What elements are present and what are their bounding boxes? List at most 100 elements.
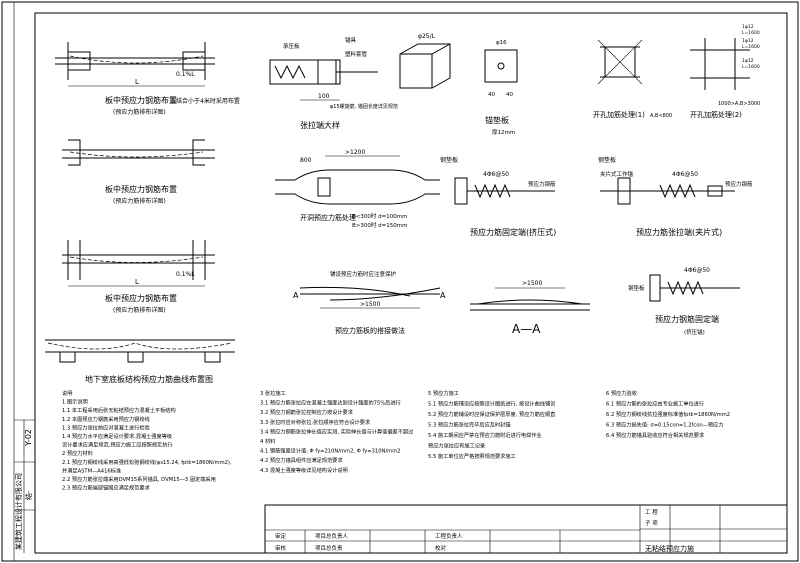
note-line: 预应力张拉应有施工记录	[428, 442, 485, 450]
note-line: 说明	[62, 389, 72, 397]
anchor-dim: 100	[318, 93, 330, 100]
anchor-label-a: 承压板	[283, 42, 300, 50]
bend-dim: >1500	[360, 301, 380, 308]
note-line: 设计要求应满足规范,预应力施工应按照规定执行	[62, 441, 173, 449]
note-line: 3.3 张拉时应对称张拉,张拉顺序应符合设计要求	[260, 418, 371, 426]
fixed2-label-b: 钢垫板	[628, 284, 645, 292]
fixed-title: 预应力筋固定端(挤压式)	[470, 227, 556, 237]
detail-opening-1: 开孔加筋处理(1) A,B<800	[593, 39, 672, 119]
slab-col-dim: 0.1%L	[176, 271, 195, 278]
detail-anchor-block: φ25/L	[399, 33, 451, 89]
project-code: Y-02	[24, 429, 33, 447]
note-line: 1.1 本工程采用后张无粘结预应力混凝土平板结构	[62, 406, 176, 414]
fixed2-sub: (挤压锚)	[684, 328, 705, 336]
note-line: 2.1 预应力钢绞线采用高强低松弛钢绞线(φs15.24, fptk=1860N…	[62, 458, 232, 466]
opening2-dim: 1000>A,B>3000	[718, 101, 760, 107]
note-line: 1.4 预应力水平应满足设计要求,混凝土强度等级	[62, 432, 172, 440]
tb-r2-c1: 审核	[275, 544, 287, 552]
fixed-label-c: 预应力钢筋	[528, 180, 556, 188]
detail-open-slab: >1200 800 开洞预应力筋处理 B<300时 d=100mm B>300时…	[275, 149, 440, 229]
note-line: 3.2 预应力钢筋张拉控制应力按设计要求	[260, 408, 354, 416]
opening2-label-6: L=1600	[742, 64, 760, 70]
note-line: 1.2 本图预应力钢筋采用预应力钢绞线	[62, 415, 150, 423]
section-title: A—A	[512, 322, 541, 336]
anchor-label-b: 锚具	[345, 36, 357, 44]
opening2-label-4: L=1600	[742, 44, 760, 50]
bend-label-a: A	[293, 291, 299, 300]
note-line: 2.2 预应力筋张拉端采用DVM15系列锚具, DVM15—3 固定端采用	[62, 475, 216, 483]
detail-basement: 地下室底板结构预应力筋曲线布置图	[45, 339, 235, 384]
detail-slab-middle: L 0.1%L 板中预应力钢筋布置 (预应力筋排布详图) 应结合小于4米时采用布…	[55, 42, 240, 116]
slab-middle-L: L	[135, 78, 139, 86]
sheet-code: 结-	[24, 490, 33, 500]
anchor-note: φ15螺旋筋, 锚固长度详见规范	[330, 103, 398, 110]
notes-column-2: 3 张拉施工 3.1 预应力筋张拉应在混凝土强度达到设计强度的75%后进行3.2 …	[260, 389, 413, 474]
slab-edge-note: (预应力筋排布详图)	[113, 197, 166, 205]
opening1-dim: A,B<800	[650, 113, 672, 119]
slab-middle-side-note: 应结合小于4米时采用布置	[170, 97, 240, 105]
section-dim: >1500	[522, 280, 542, 287]
note-line: 4.2 预应力锚具组件应满足规范要求	[260, 456, 343, 464]
open-slab-dim2: 800	[300, 157, 312, 164]
tb-r2-c3: 校对	[435, 544, 447, 552]
detail-slab-edge: 板中预应力钢筋布置 (预应力筋排布详图)	[62, 139, 215, 205]
note-line: 4.1 钢筋强度设计值: Φ fy=210N/mm2, Φ fy=310N/mm…	[260, 447, 401, 455]
tb-r1-c2: 项目总负责人	[315, 532, 349, 540]
clip-title: 预应力筋张拉端(夹片式)	[636, 227, 722, 237]
fixed2-title: 预应力钢筋固定端	[655, 314, 719, 324]
clip-label-b: 夹片式工作锚	[600, 170, 634, 178]
note-line: 6.2 预应力钢绞线抗拉强度标准值fptk=1860N/mm2	[606, 410, 730, 418]
detail-fixed-end-2: 4Φ6@50 钢垫板 预应力钢筋固定端 (挤压锚)	[628, 267, 740, 336]
notes-column-4: 6 预应力验收 6.1 预应力筋的张拉应由专业施工单位进行 6.2 预应力钢绞线抗拉…	[606, 389, 730, 439]
inner-border	[34, 12, 788, 554]
note-line: 6.1 预应力筋的张拉应由专业施工单位进行	[606, 400, 704, 408]
clip-label-d: 预应力钢筋	[725, 180, 753, 188]
plate-dim-b: 40	[506, 92, 513, 98]
note-line: 4 材料	[260, 437, 275, 445]
open-slab-dim: >1200	[345, 149, 365, 156]
note-line: 5.3 预应力筋张拉完毕后应及时封锚	[428, 421, 511, 429]
open-slab-title: 开洞预应力筋处理	[300, 213, 356, 222]
note-line: 2.3 预应力筋端部锚固应满足规范要求	[62, 484, 151, 492]
note-line: 6 预应力验收	[606, 389, 637, 397]
note-line: 5.2 预应力筋铺设时应保证保护层厚度, 预应力筋应顺直	[428, 410, 555, 418]
title-block: 审定 项目总负责人 工程负责人 审核 项目总负责 校对 工 程 子 项 无粘结预…	[264, 504, 788, 554]
note-line: 5.1 预应力筋铺设应按照设计图纸进行, 按设计曲线铺设	[428, 400, 555, 408]
detail-clip-end: 钢垫板 夹片式工作锚 4Φ6@50 预应力钢筋 预应力筋张拉端(夹片式)	[598, 156, 753, 237]
clip-label-a: 钢垫板	[598, 156, 616, 164]
anchor-title: 张拉端大样	[300, 120, 340, 130]
note-line: 并满足ASTM—A416标准	[62, 466, 121, 474]
note-line: 3.1 预应力筋张拉应在混凝土强度达到设计强度的75%后进行	[260, 399, 401, 407]
tb-r2-c2: 项目总负责	[315, 544, 343, 552]
tb-project-label: 工 程	[645, 508, 658, 516]
slab-col-title: 板中预应力钢筋布置	[105, 293, 177, 303]
opening2-label-1: 1φ12	[742, 24, 754, 30]
slab-middle-note: (预应力筋排布详图)	[113, 108, 166, 116]
detail-slab-columns: L 0.1%L 板中预应力钢筋布置 (预应力筋排布详图)	[62, 240, 215, 314]
bend-label-b: A	[440, 291, 446, 300]
note-line: 4.3 混凝土强度等级详见结构设计说明	[260, 466, 348, 474]
note-line: 2 预应力材料	[62, 449, 93, 457]
fixed-label-a: 钢垫板	[440, 156, 458, 164]
plate-thick: 厚12mm	[492, 129, 515, 136]
anchor-label-c: 塑料套管	[345, 50, 368, 58]
note-line: 1.3 预应力张拉前应对混凝土进行检验	[62, 423, 151, 431]
company-vertical-label: 某建筑工程设计有限公司	[14, 473, 23, 550]
note-line: 3 张拉施工	[260, 389, 286, 397]
bend-title: 预应力筋板的搭接做法	[335, 326, 405, 335]
detail-fixed-end: 钢垫板 4Φ6@50 预应力钢筋 预应力筋固定端(挤压式)	[440, 156, 556, 237]
note-line: 5.4 施工期间应严禁在预应力筋附近进行电焊作业	[428, 431, 542, 439]
note-line: 6.3 预应力损失值: σ=0.15con=1.2fcon—预应力	[606, 421, 723, 429]
opening2-title: 开孔加筋处理(2)	[690, 110, 742, 119]
tb-r1-c1: 审定	[275, 532, 287, 540]
open-slab-note-b: B>300时 d=150mm	[352, 221, 407, 229]
tb-drawing-title: 无粘结预应力施	[645, 544, 694, 553]
detail-section-aa: >1500 A—A	[470, 280, 590, 336]
plate-title: 锚垫板	[485, 115, 509, 125]
fixed-label-b: 4Φ6@50	[483, 171, 509, 178]
tb-project-label-2: 子 项	[645, 520, 658, 527]
